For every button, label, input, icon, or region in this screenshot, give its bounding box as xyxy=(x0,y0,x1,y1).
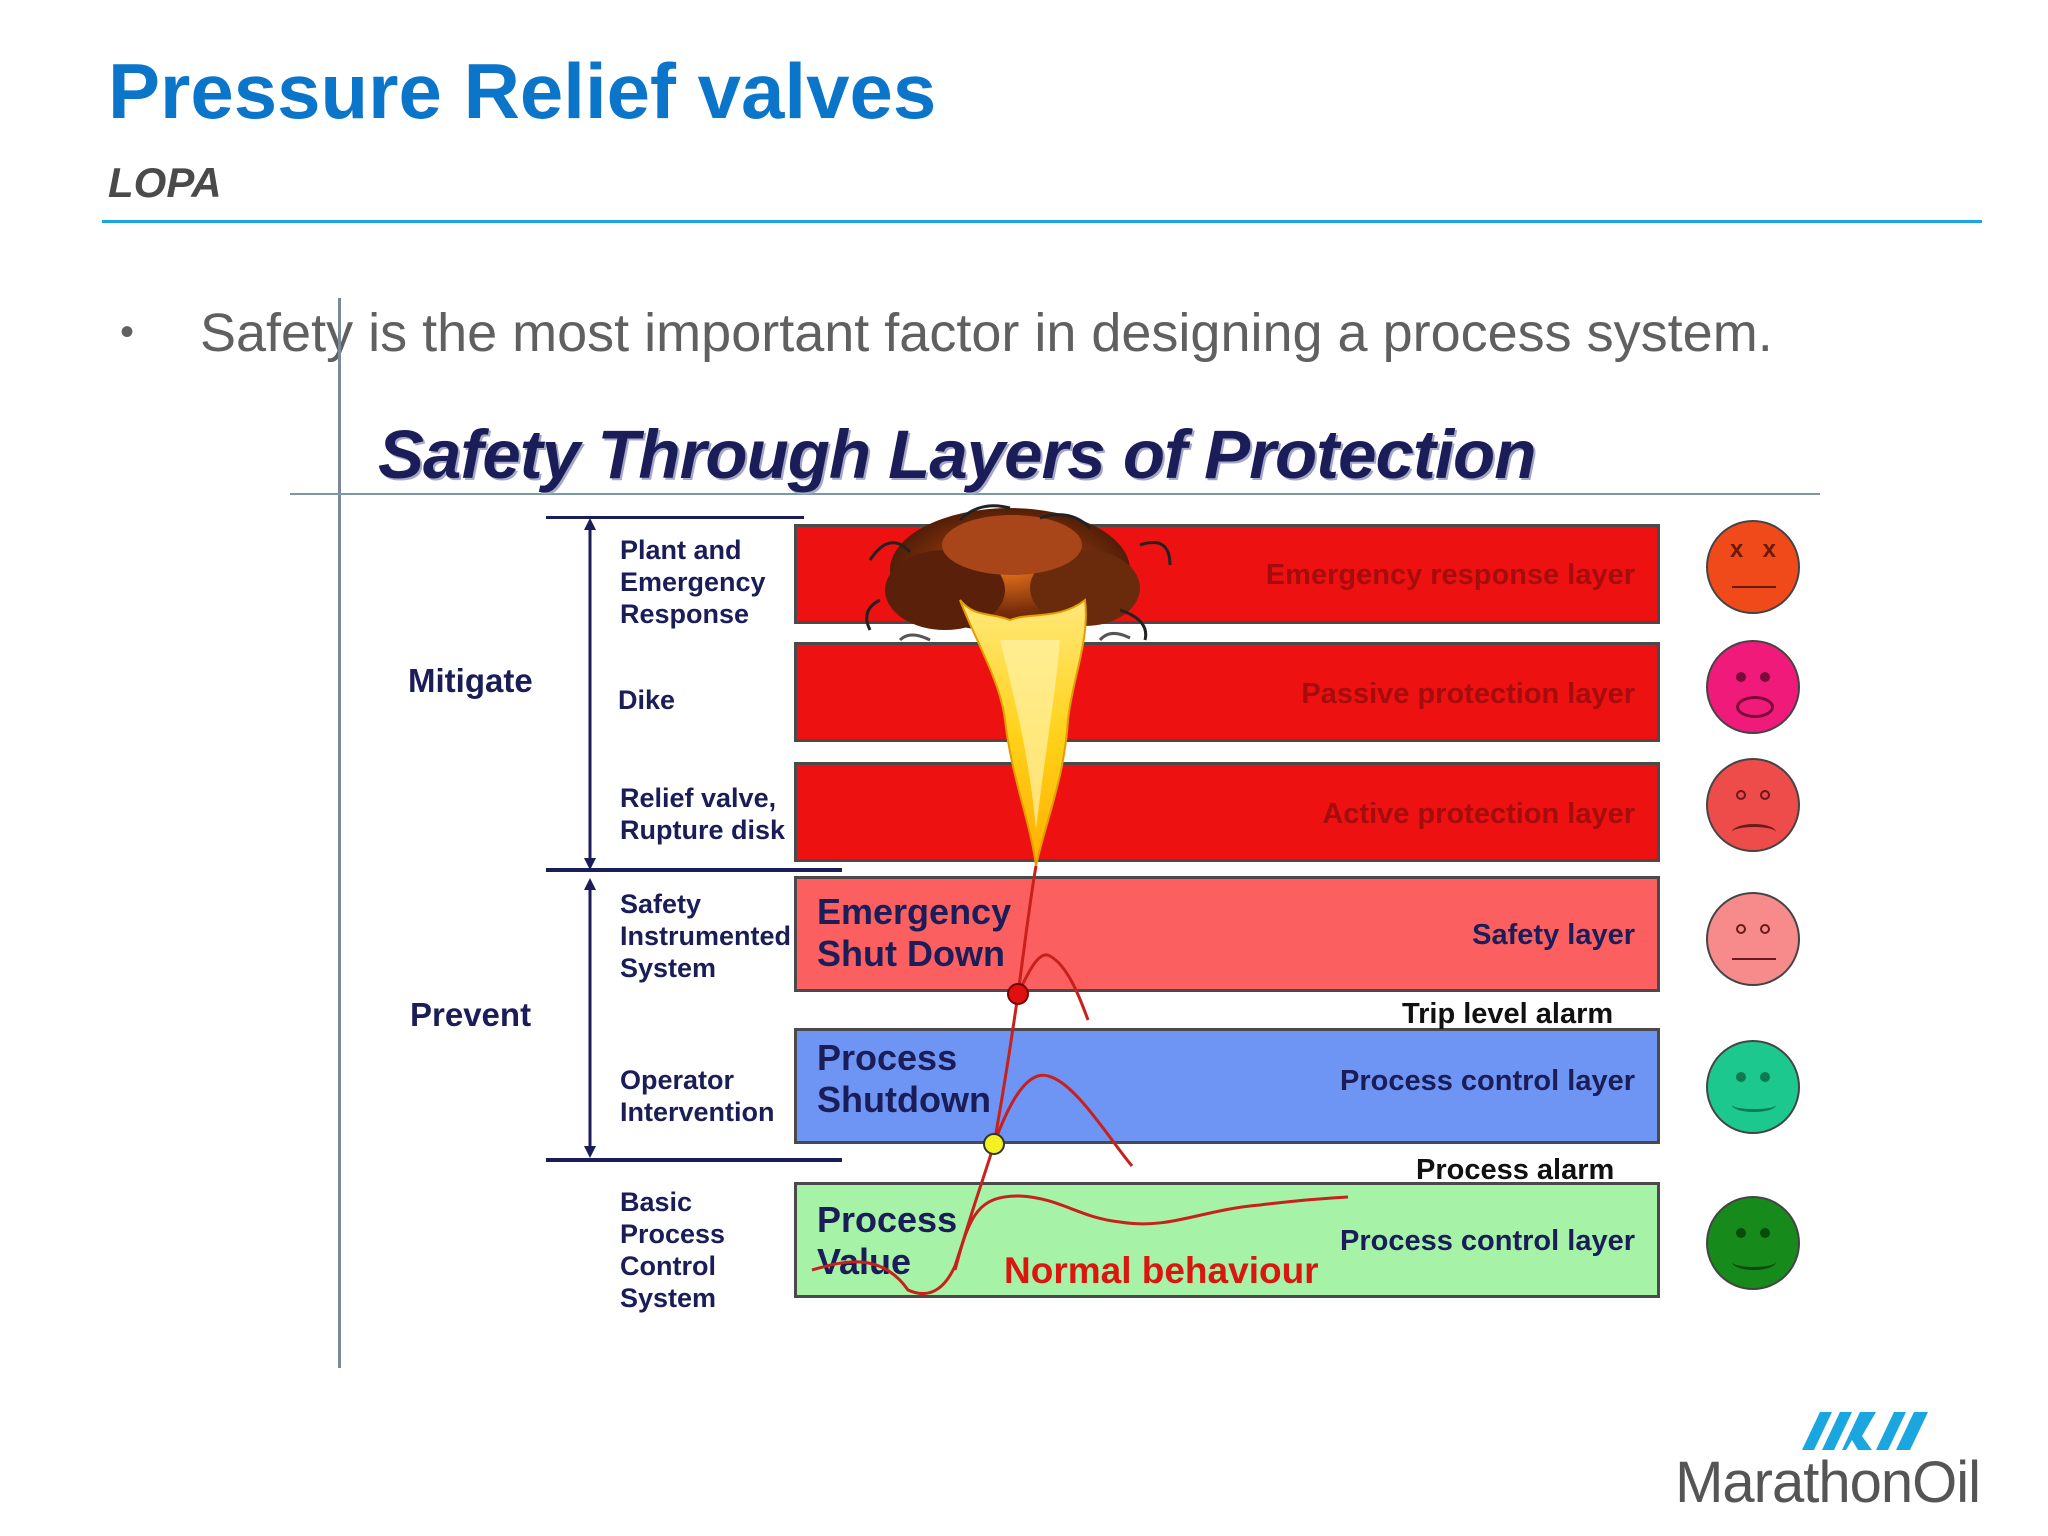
alarm-point-marker xyxy=(984,1134,1004,1154)
brand-logo-text: MarathonOil xyxy=(1675,1454,1980,1512)
face-slightly-unhappy-icon xyxy=(1706,892,1800,986)
escalation-curve xyxy=(955,866,1036,1270)
process-shutdown-curve xyxy=(994,1075,1132,1166)
esd-curve xyxy=(1018,955,1088,1020)
face-happy-icon xyxy=(1706,1196,1800,1290)
normal-behaviour-label: Normal behaviour xyxy=(1004,1250,1319,1292)
face-very-unhappy-icon xyxy=(1706,640,1800,734)
face-neutral-icon xyxy=(1706,1040,1800,1134)
face-dead-icon: x x xyxy=(1706,520,1800,614)
trip-point-marker xyxy=(1008,984,1028,1004)
face-unhappy-icon xyxy=(1706,758,1800,852)
marathon-oil-logo-icon xyxy=(1802,1412,1928,1450)
